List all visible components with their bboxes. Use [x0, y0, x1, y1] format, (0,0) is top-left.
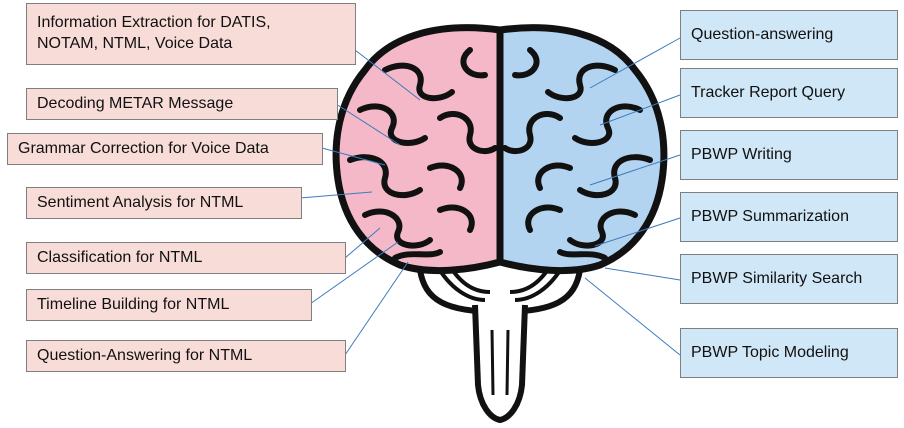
task-tracker-report-query: Tracker Report Query — [680, 68, 898, 118]
task-pbwp-writing: PBWP Writing — [680, 130, 898, 180]
task-grammar-correction: Grammar Correction for Voice Data — [7, 133, 323, 165]
task-question-answering: Question-answering — [680, 10, 898, 60]
task-pbwp-topic-modeling: PBWP Topic Modeling — [680, 328, 898, 378]
task-label: Timeline Building for NTML — [37, 295, 230, 313]
connector-lines — [299, 37, 681, 356]
task-label: PBWP Topic Modeling — [691, 343, 849, 361]
task-label: Question-Answering for NTML — [37, 346, 253, 364]
task-label: PBWP Similarity Search — [691, 269, 863, 287]
task-timeline-building: Timeline Building for NTML — [26, 289, 312, 321]
task-pbwp-summarization: PBWP Summarization — [680, 192, 898, 242]
task-label: Decoding METAR Message — [37, 94, 234, 112]
brain-icon — [332, 24, 668, 424]
task-pbwp-similarity-search: PBWP Similarity Search — [680, 254, 898, 304]
task-classification: Classification for NTML — [26, 242, 346, 274]
task-label: Question-answering — [691, 25, 834, 43]
task-label: Sentiment Analysis for NTML — [37, 193, 244, 211]
task-label: PBWP Summarization — [691, 207, 849, 225]
task-line-2: NOTAM, NTML, Voice Data — [37, 35, 233, 52]
task-question-answering-ntml: Question-Answering for NTML — [26, 340, 346, 372]
task-line-1: Information Extraction for DATIS, — [37, 14, 271, 32]
task-label: Grammar Correction for Voice Data — [18, 139, 269, 157]
task-label: Tracker Report Query — [691, 83, 846, 101]
task-decoding-metar: Decoding METAR Message — [26, 88, 338, 120]
task-label: PBWP Writing — [691, 145, 792, 163]
task-information-extraction: Information Extraction for DATIS, NOTAM,… — [26, 3, 356, 65]
task-sentiment-analysis: Sentiment Analysis for NTML — [26, 187, 302, 219]
task-label: Classification for NTML — [37, 248, 203, 266]
